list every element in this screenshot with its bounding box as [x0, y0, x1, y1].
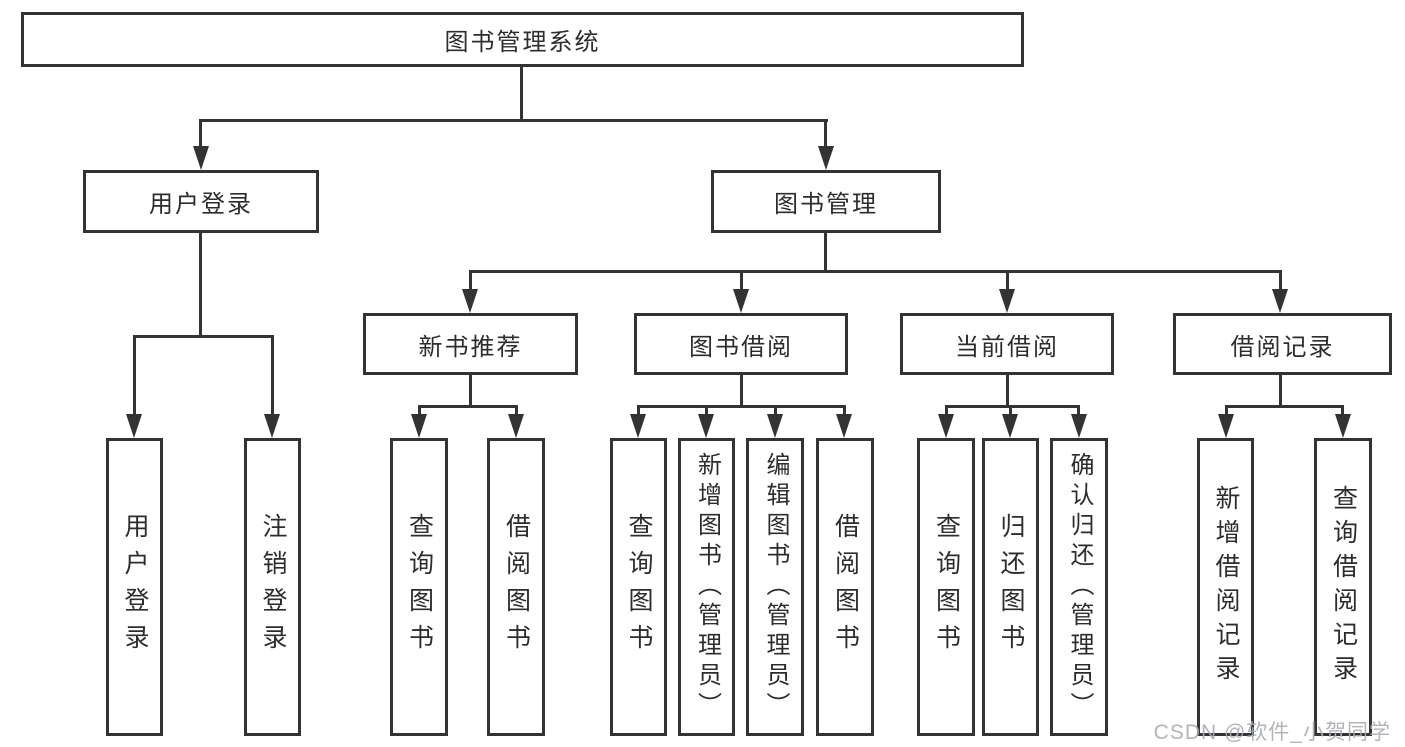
node-user-login: 用户登录: [83, 170, 319, 233]
connector-line: [133, 335, 136, 418]
connector-line: [1225, 405, 1344, 408]
arrow-down-icon: [508, 414, 524, 438]
leaf-user-login: 用户登录: [106, 438, 163, 736]
connector-line: [1341, 405, 1344, 418]
node-borrowing-records: 借阅记录: [1173, 313, 1392, 375]
connector-line: [637, 405, 640, 418]
arrow-down-icon: [767, 414, 783, 438]
connector-line: [824, 233, 827, 272]
leaf-logout: 注销登录: [244, 438, 301, 736]
arrow-down-icon: [1071, 414, 1087, 438]
connector-line: [469, 270, 472, 293]
leaf-bb-query-books: 查询图书: [610, 438, 667, 736]
leaf-cb-confirm-return-admin: 确认归还（管理员）: [1050, 438, 1108, 736]
arrow-down-icon: [733, 289, 749, 313]
connector-line: [740, 375, 743, 407]
node-book-management: 图书管理: [711, 170, 941, 233]
arrow-down-icon: [818, 146, 834, 170]
connector-line: [1006, 375, 1009, 407]
leaf-br-query-borrow-record: 查询借阅记录: [1314, 438, 1372, 736]
connector-line: [1006, 270, 1009, 293]
node-library-system: 图书管理系统: [21, 12, 1024, 67]
arrow-down-icon: [126, 414, 142, 438]
leaf-nbr-borrow-books: 借阅图书: [487, 438, 545, 736]
arrow-down-icon: [938, 414, 954, 438]
connector-line: [199, 119, 202, 150]
connector-line: [945, 405, 1080, 408]
arrow-down-icon: [462, 289, 478, 313]
connector-line: [637, 405, 846, 408]
arrow-down-icon: [999, 289, 1015, 313]
connector-line: [740, 270, 743, 293]
leaf-cb-return-books: 归还图书: [982, 438, 1039, 736]
connector-line: [200, 119, 828, 122]
connector-line: [133, 335, 274, 338]
connector-line: [271, 335, 274, 418]
connector-line: [469, 270, 1282, 273]
connector-line: [1279, 375, 1282, 407]
arrow-down-icon: [630, 414, 646, 438]
connector-line: [843, 405, 846, 418]
arrow-down-icon: [1002, 414, 1018, 438]
connector-line: [418, 405, 517, 408]
connector-line: [1009, 405, 1012, 418]
connector-line: [520, 67, 523, 122]
node-new-book-recommendation: 新书推荐: [363, 313, 578, 375]
arrow-down-icon: [411, 414, 427, 438]
node-book-borrowing: 图书借阅: [634, 313, 848, 375]
connector-line: [515, 405, 518, 418]
arrow-down-icon: [836, 414, 852, 438]
arrow-down-icon: [1335, 414, 1351, 438]
arrow-down-icon: [264, 414, 280, 438]
connector-line: [705, 405, 708, 418]
leaf-br-add-borrow-record: 新增借阅记录: [1197, 438, 1254, 736]
leaf-bb-edit-books-admin: 编辑图书（管理员）: [746, 438, 804, 736]
arrow-down-icon: [1218, 414, 1234, 438]
connector-line: [469, 375, 472, 407]
leaf-nbr-query-books: 查询图书: [390, 438, 448, 736]
connector-line: [824, 119, 827, 150]
leaf-bb-add-books-admin: 新增图书（管理员）: [678, 438, 735, 736]
connector-line: [418, 405, 421, 418]
connector-line: [1077, 405, 1080, 418]
leaf-bb-borrow-books: 借阅图书: [816, 438, 874, 736]
watermark: CSDN @软件_小贺同学: [1153, 721, 1391, 744]
connector-line: [199, 233, 202, 337]
arrow-down-icon: [698, 414, 714, 438]
connector-line: [1225, 405, 1228, 418]
arrow-down-icon: [1272, 289, 1288, 313]
node-current-borrowing: 当前借阅: [900, 313, 1114, 375]
arrow-down-icon: [193, 146, 209, 170]
leaf-cb-query-books: 查询图书: [917, 438, 975, 736]
connector-line: [1279, 270, 1282, 293]
connector-line: [945, 405, 948, 418]
connector-line: [774, 405, 777, 418]
